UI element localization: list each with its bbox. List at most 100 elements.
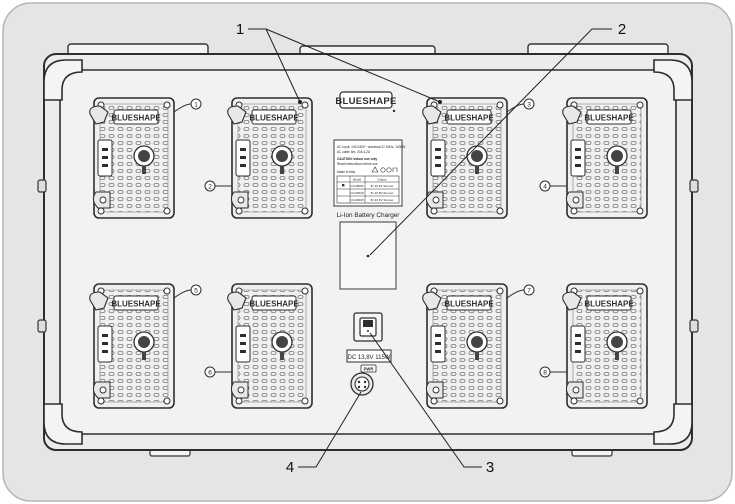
label-caution-line2: Read instructions before use <box>337 162 378 166</box>
release-tab-screw <box>432 386 440 394</box>
contact-pin <box>435 334 441 337</box>
plate-screw-icon <box>430 207 438 215</box>
plate-brand: BLUESHAPE <box>249 300 299 309</box>
contact-pin <box>102 156 108 159</box>
table-row-3-model: CCG8DW <box>350 198 364 202</box>
contact-pin <box>575 350 581 353</box>
slot-number-badge <box>204 366 216 378</box>
corner-bracket-tl <box>43 59 83 101</box>
release-tab-screw <box>572 386 580 394</box>
logo-dot <box>392 109 396 113</box>
plate-brand-box <box>113 295 159 311</box>
slot-number: 2 <box>208 183 212 190</box>
release-tab-screw <box>432 196 440 204</box>
device-title: Li-Ion Battery Charger <box>337 212 401 219</box>
plate-knob-stem <box>615 352 619 360</box>
plate-screw-icon <box>163 101 171 109</box>
plate-brand: BLUESHAPE <box>111 114 161 123</box>
slot-number: 4 <box>543 183 547 190</box>
plate-knob-stem <box>142 352 146 360</box>
plate-knob-stem <box>280 166 284 174</box>
release-tab-screw <box>237 386 245 394</box>
contact-pin <box>435 148 441 151</box>
plate-screw-icon <box>496 397 504 405</box>
plate-knob-stem <box>475 166 479 174</box>
dc-label-box <box>346 349 392 363</box>
plate-brand: BLUESHAPE <box>111 300 161 309</box>
plate-screw-icon <box>636 287 644 295</box>
plate-screw-icon <box>235 397 243 405</box>
plate-brand-box <box>586 295 632 311</box>
contact-pin <box>240 334 246 337</box>
plate-screw-icon <box>496 101 504 109</box>
dc-connector-inner <box>354 376 370 392</box>
latch-icon <box>562 105 582 125</box>
plate-knob-stem <box>615 166 619 174</box>
table-row-3-output: 8x 33,6V 3A max <box>371 198 394 202</box>
slot-number-badge <box>523 98 535 110</box>
plate-knob-stem <box>475 352 479 360</box>
callout-3: 3 <box>486 459 494 476</box>
plate-screw-icon <box>301 101 309 109</box>
battery-plate-6[interactable]: BLUESHAPE 6 <box>204 283 313 409</box>
contact-pin <box>102 342 108 345</box>
plate-knob-stem <box>142 166 146 174</box>
release-tab-screw <box>237 196 245 204</box>
latch-icon <box>562 291 582 311</box>
pwr-label-box <box>360 364 377 373</box>
contact-pin <box>240 350 246 353</box>
contact-pin <box>102 350 108 353</box>
callout-2: 2 <box>618 21 626 38</box>
contact-pin <box>240 164 246 167</box>
slot-number: 6 <box>208 369 212 376</box>
certification-marks <box>371 166 398 173</box>
table-row-2-model: CCG8DW <box>350 191 364 195</box>
corner-brackets <box>43 59 693 445</box>
release-tab-screw <box>99 196 107 204</box>
plate-knob-stem <box>280 352 284 360</box>
power-switch-dot <box>367 330 369 332</box>
dc-connector-pins <box>357 380 367 389</box>
corner-bracket-bl <box>43 403 83 445</box>
plate-screw-icon <box>430 397 438 405</box>
plate-screw-icon <box>636 207 644 215</box>
pwr-label: PWR <box>364 367 374 372</box>
table-header-1: Model <box>353 178 362 182</box>
slot-number-badge <box>190 284 202 296</box>
label-input-line1: AC Input: 100-240V~ universal 47-63Hz, 1… <box>337 145 405 149</box>
slot-number: 8 <box>543 369 547 376</box>
leader-1b <box>265 28 441 103</box>
plate-knob-center <box>138 150 150 162</box>
latch-icon <box>227 105 247 125</box>
leader-2 <box>369 28 612 256</box>
slot-number: 3 <box>527 101 531 108</box>
slot-number-badge <box>523 284 535 296</box>
plate-knob-center <box>276 150 288 162</box>
plate-screw-icon <box>636 397 644 405</box>
contact-pin <box>102 148 108 151</box>
label-plate <box>333 139 403 207</box>
contact-pin <box>240 156 246 159</box>
contact-pin <box>435 164 441 167</box>
battery-plates: BLUESHAPE1BLUESHAPE2BLUESHAPE3BLUESHAPE4… <box>89 97 648 409</box>
contact-pin <box>575 148 581 151</box>
slot-badge-leader <box>506 289 525 299</box>
slot-number-badge <box>204 180 216 192</box>
label-input-line2: AC cable 5m, 20A 4,2A <box>337 150 371 154</box>
callout-1: 1 <box>236 21 244 38</box>
leader-4 <box>298 391 362 468</box>
plate-screw-icon <box>570 397 578 405</box>
slot-badge-leader <box>173 289 192 299</box>
plate-knob-center <box>471 336 483 348</box>
plate-knob-center <box>276 336 288 348</box>
contact-pin <box>102 334 108 337</box>
label-caution-line1: CAUTION: Indoor use only <box>337 157 377 161</box>
